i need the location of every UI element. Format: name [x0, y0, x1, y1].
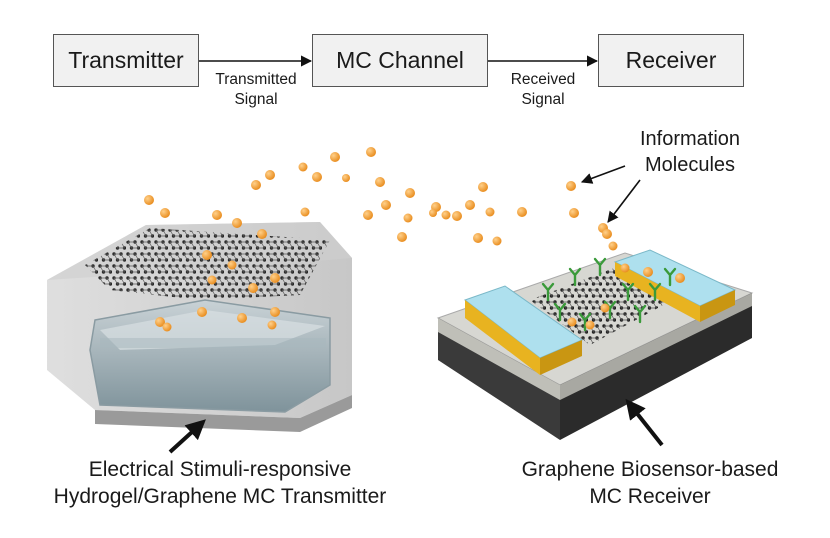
received-signal-line1: Received — [510, 71, 576, 88]
received-signal-label: Received Signal — [488, 70, 598, 110]
transmitter-caption: Electrical Stimuli-responsive Hydrogel/G… — [40, 456, 400, 510]
transmitted-signal-line2: Signal — [234, 91, 278, 108]
receiver-box: Receiver — [598, 34, 744, 87]
receiver-caption-line2: MC Receiver — [589, 485, 711, 508]
transmitter-box-label: Transmitter — [68, 47, 184, 73]
transmitted-signal-label: Transmitted Signal — [200, 70, 312, 110]
transmitted-signal-line1: Transmitted — [215, 71, 297, 88]
arrow-info-1 — [580, 165, 626, 184]
received-signal-line2: Signal — [521, 91, 565, 108]
transmitter-caption-line1: Electrical Stimuli-responsive — [88, 458, 352, 481]
info-line1: Information — [639, 128, 741, 150]
arrow-receiver — [625, 398, 664, 447]
transmitter-caption-line2: Hydrogel/Graphene MC Transmitter — [53, 485, 387, 508]
mc-channel-box-label: MC Channel — [336, 47, 464, 73]
hydrogel-transmitter — [47, 222, 352, 432]
receiver-box-label: Receiver — [625, 47, 717, 73]
arrow-transmitter — [168, 419, 206, 454]
receiver-caption: Graphene Biosensor-based MC Receiver — [505, 456, 795, 510]
receiver-caption-line1: Graphene Biosensor-based — [521, 458, 779, 481]
information-molecules-label: Information Molecules — [620, 126, 760, 178]
graphene-biosensor-receiver — [436, 249, 754, 440]
information-molecules — [144, 147, 685, 332]
transmitter-box: Transmitter — [53, 34, 199, 87]
info-line2: Molecules — [644, 154, 736, 176]
arrow-info-2 — [607, 179, 641, 223]
mc-channel-box: MC Channel — [312, 34, 488, 87]
